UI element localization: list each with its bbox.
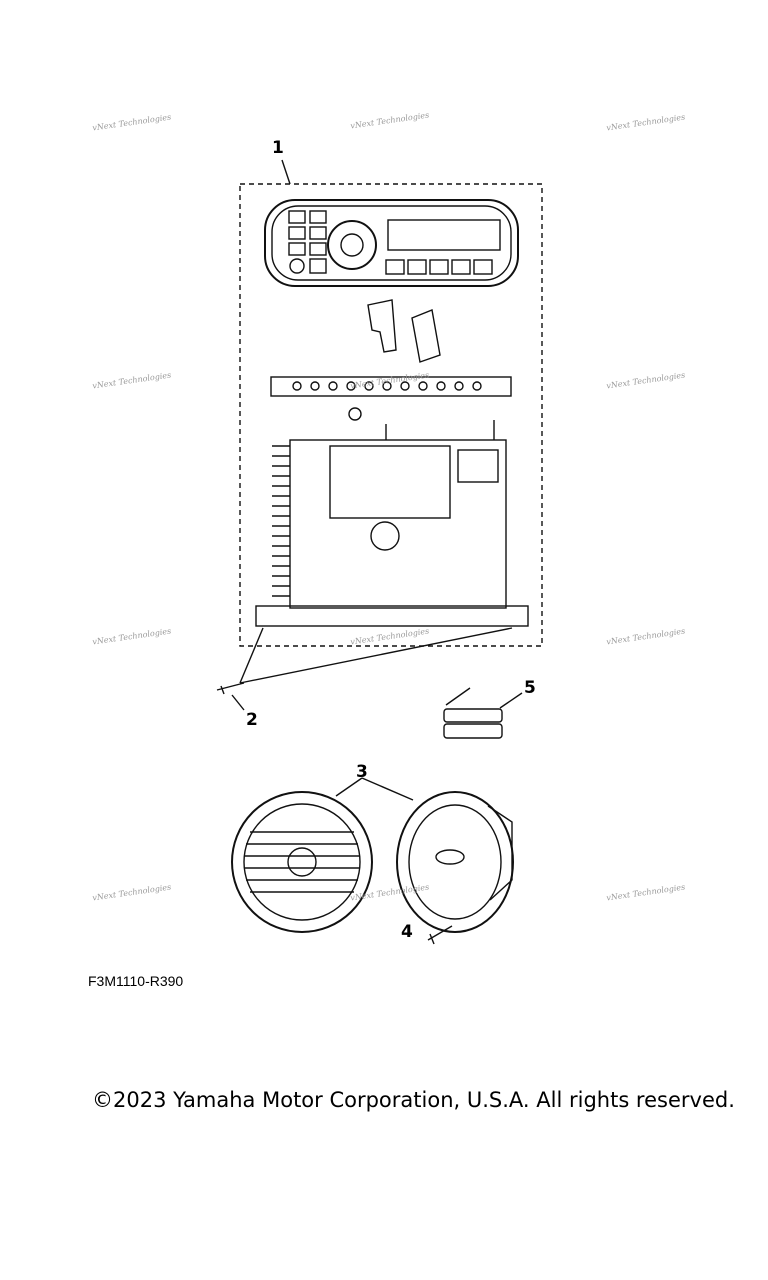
callout-5: 5 bbox=[524, 678, 536, 698]
stereo-body bbox=[255, 420, 529, 627]
screw-4 bbox=[427, 925, 453, 945]
diagram-code: F3M1110-R390 bbox=[88, 973, 184, 989]
callout-2: 2 bbox=[246, 710, 258, 730]
callout-1: 1 bbox=[272, 138, 284, 158]
screw-2 bbox=[216, 682, 245, 695]
callout-4: 4 bbox=[401, 922, 413, 942]
nut bbox=[348, 407, 362, 421]
stereo-faceplate bbox=[264, 199, 519, 287]
part-5-strip bbox=[443, 687, 523, 739]
mounting-strap bbox=[270, 376, 512, 397]
clip-left bbox=[367, 299, 397, 353]
copyright-notice: ©2023 Yamaha Motor Corporation, U.S.A. A… bbox=[92, 1088, 735, 1112]
callout-3: 3 bbox=[356, 762, 368, 782]
speaker-grille bbox=[231, 791, 373, 933]
speaker-side bbox=[396, 791, 514, 933]
clip-right bbox=[411, 309, 441, 363]
assembly-box bbox=[239, 183, 543, 647]
